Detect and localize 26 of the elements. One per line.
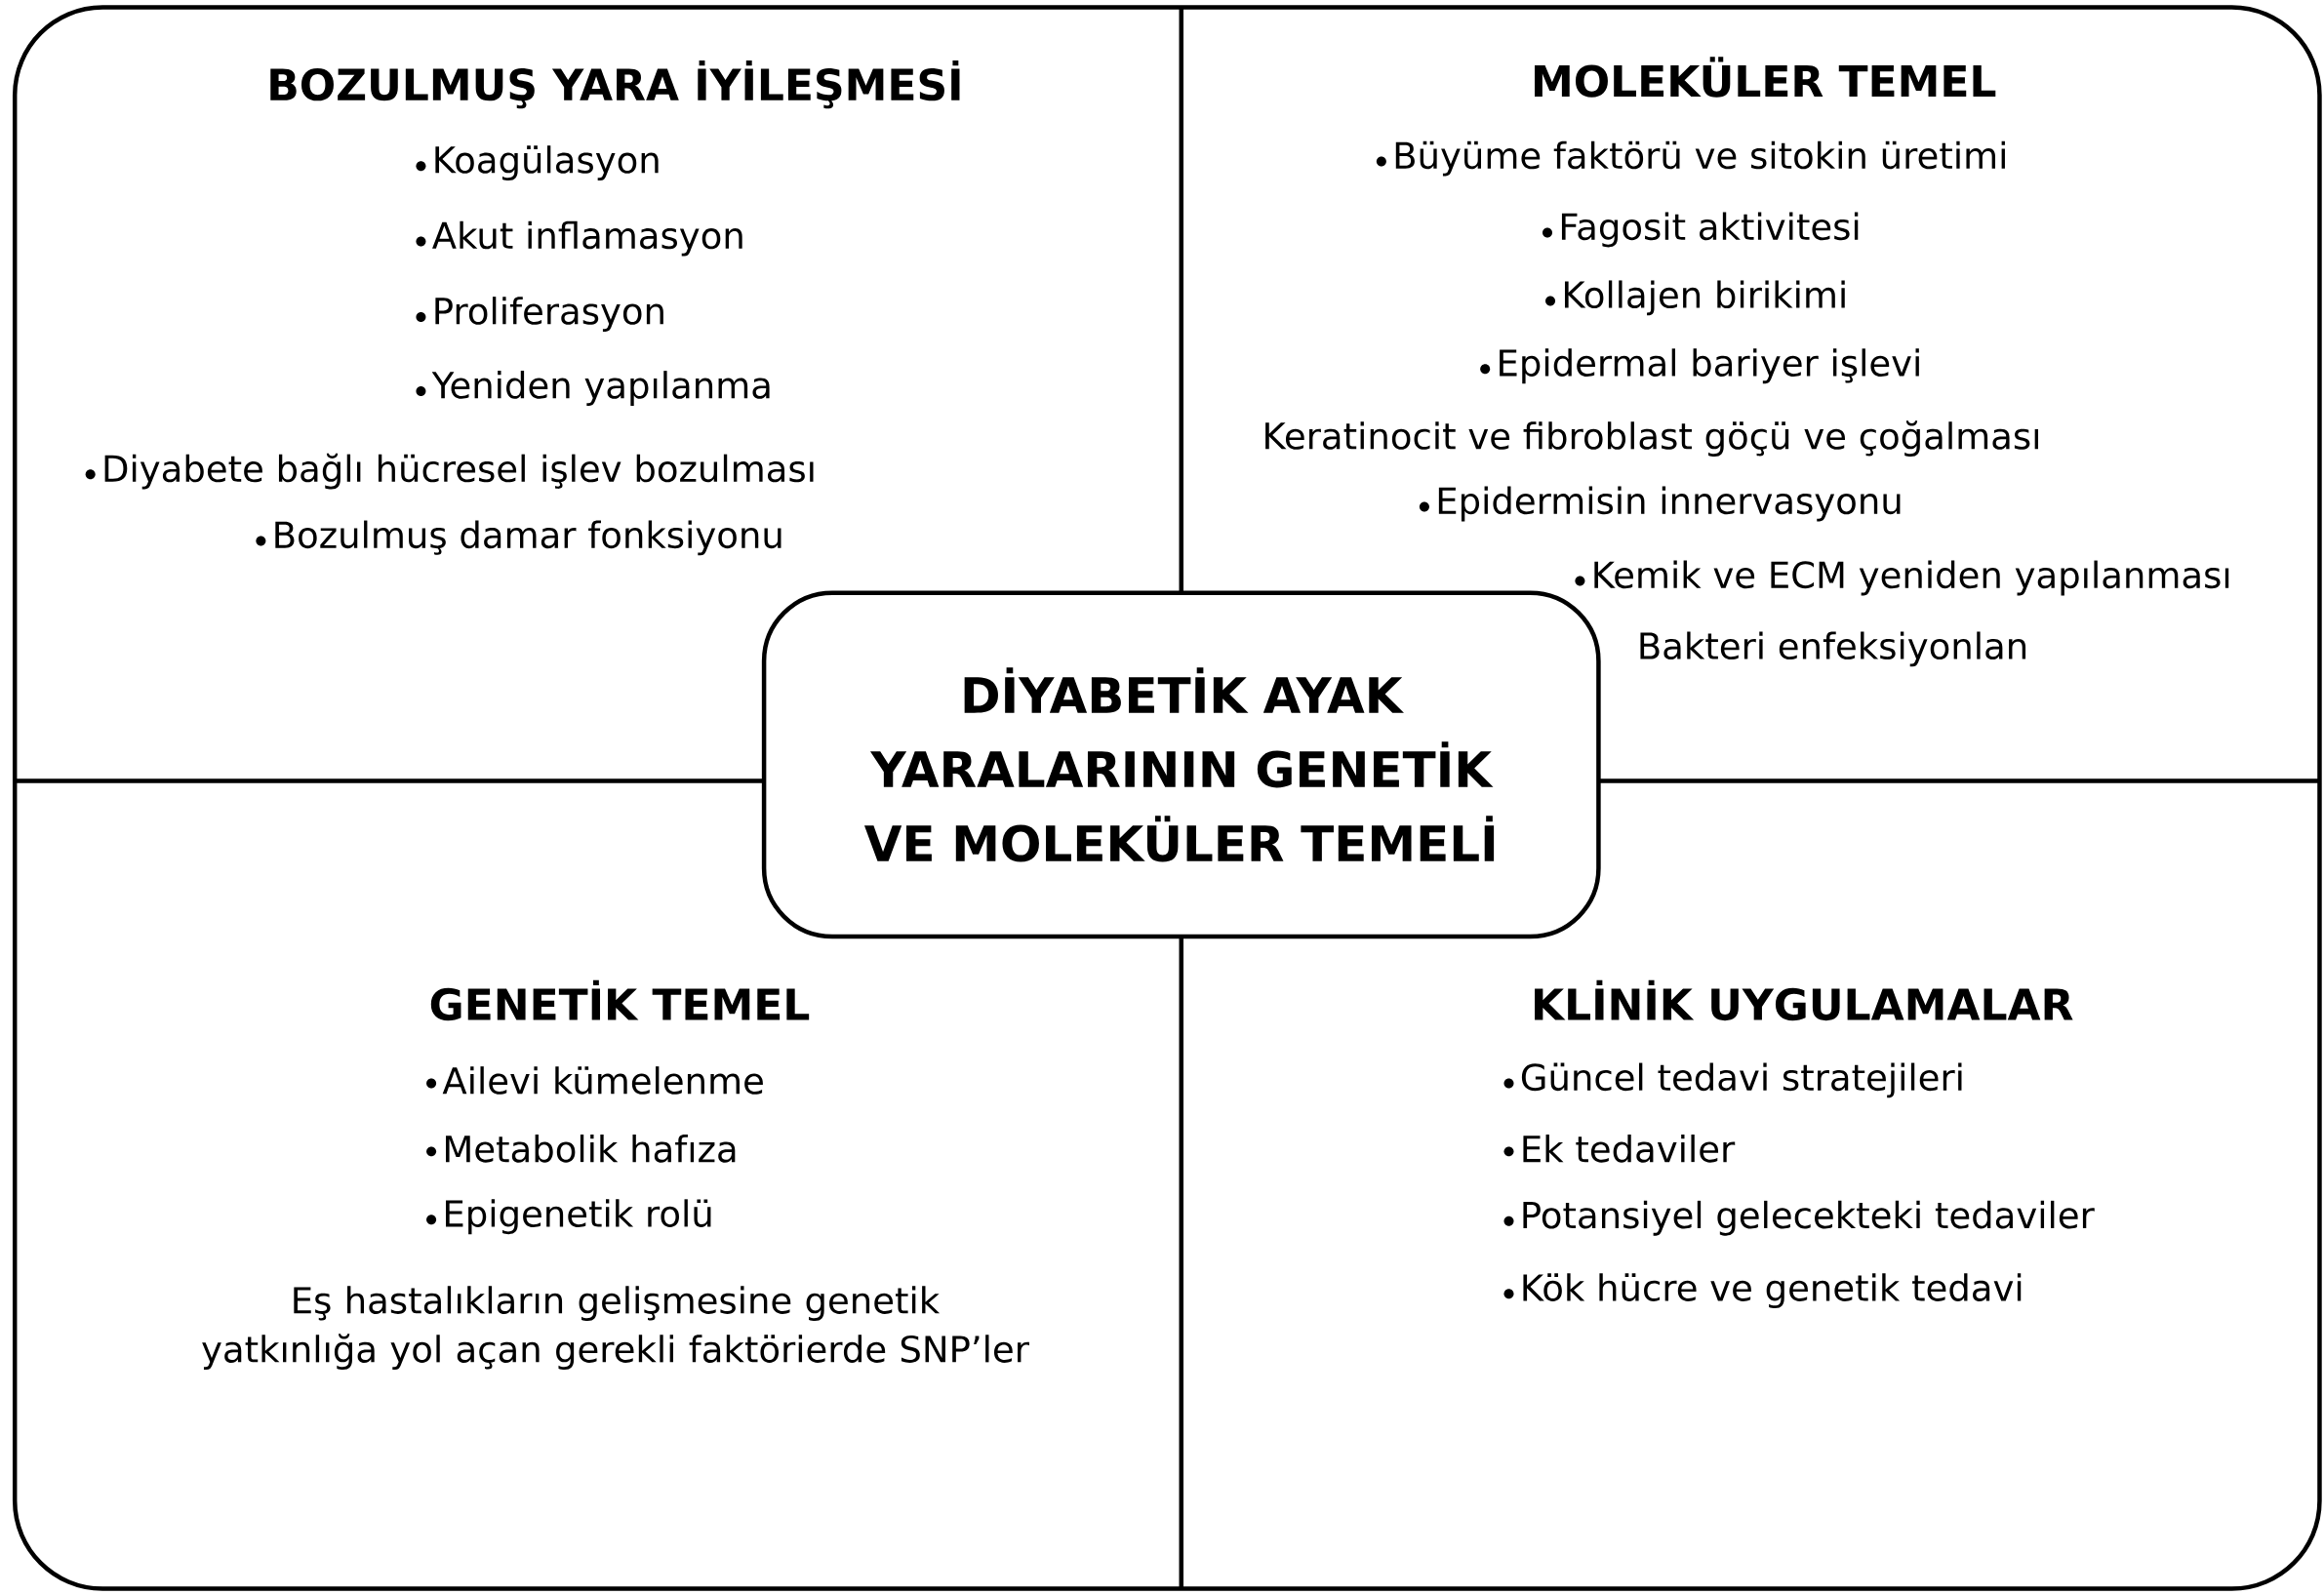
list-item: Koagülasyon	[416, 145, 659, 181]
list-item: Bozulmuş damar fonksiyonu	[256, 520, 781, 556]
list-item: Epigenetik rolü	[426, 1199, 711, 1235]
heading: BOZULMUŞ YARA İYİLEŞMESİ	[270, 60, 960, 109]
list-item: Ailevi kümelenme	[426, 1066, 763, 1095]
list-item: Kollajen birikimi	[1545, 280, 1845, 316]
paragraph: Eş hastalıkların gelişmesine genetik yatkınlığa yol açan gerekli faktörierde SNP’ler	[202, 1286, 1029, 1371]
list-item: Akut inflamasyon	[416, 220, 742, 257]
list-item: Yeniden yapılanma	[416, 371, 770, 407]
list-item: Diyabete bağlı hücresel işlev bozulması	[85, 453, 814, 490]
list-item: Metabolik hafıza	[426, 1135, 736, 1163]
list-item: Proliferasyon	[416, 297, 663, 333]
list-item: Keratinocit ve fibroblast göçü ve çoğalması	[1265, 420, 2038, 458]
list-item: Güncel tedavi stratejileri	[1503, 1062, 1962, 1098]
list-item: Potansiyel gelecekteki tedaviler	[1503, 1201, 2095, 1236]
list-item: Fagosit aktivitesi	[1543, 212, 1859, 248]
list-item: Ek tedaviler	[1503, 1135, 1736, 1163]
list-item: Epidermisin innervasyonu	[1419, 486, 1901, 522]
heading: GENETİK TEMEL	[430, 979, 810, 1021]
title-box: DİYABETİK AYAK YARALARININ GENETİK VE MOLEKÜLER TEMELİ	[761, 590, 1601, 939]
heading: KLİNİK UYGULAMALAR	[1535, 979, 2073, 1021]
list-item: Kök hücre ve genetik tedavi	[1503, 1273, 2022, 1309]
list-item: Epidermal bariyer işlevi	[1480, 348, 1919, 384]
list-item: Bakteri enfeksiyonlan	[1640, 631, 2026, 667]
heading: MOLEKÜLER TEMEL	[1535, 57, 1996, 98]
list-item: Büyüme faktörü ve sitokin üretimi	[1376, 140, 2005, 177]
